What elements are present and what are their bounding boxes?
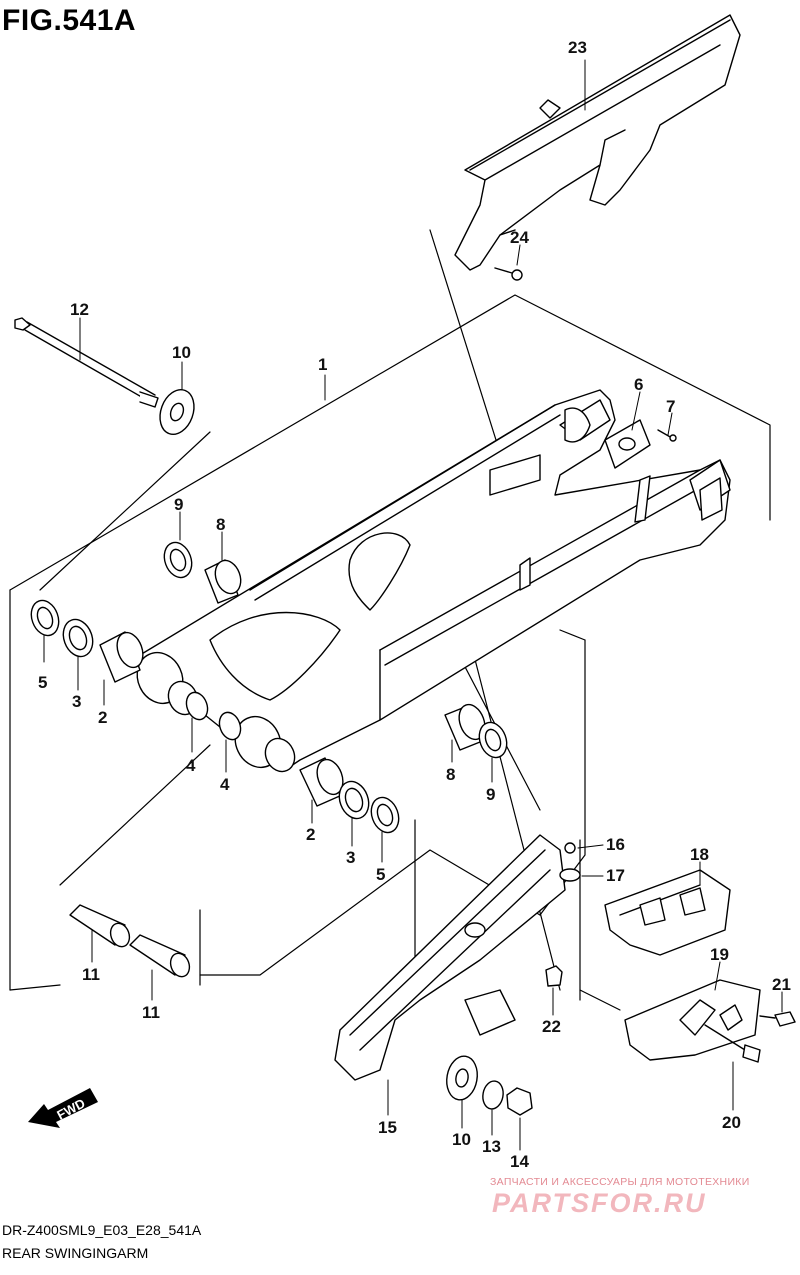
pivot-bosses: [136, 651, 296, 773]
figure-title: FIG.541A: [2, 4, 137, 37]
callout-12: 12: [70, 300, 89, 319]
chain-guard: [624, 979, 761, 1061]
callout-8a: 8: [216, 515, 225, 534]
callout-7: 7: [666, 397, 675, 416]
callout-10a: 10: [172, 343, 191, 362]
callout-13: 13: [482, 1137, 501, 1156]
collars-11: [69, 904, 191, 978]
figure-name: REAR SWINGINGARM: [2, 1245, 149, 1261]
callout-24: 24: [510, 228, 529, 247]
callout-8b: 8: [446, 765, 455, 784]
callout-labels: 1 2 2 3 3 4 4 5 5 6 7 8 8 9 9 10 10 11 1…: [38, 38, 791, 1171]
callout-5b: 5: [376, 865, 385, 884]
washer-nut-lower: [446, 1055, 533, 1116]
fwd-label: FWD: [54, 1095, 87, 1122]
callout-3b: 3: [346, 848, 355, 867]
callout-22: 22: [542, 1017, 561, 1036]
fwd-arrow-icon: FWD: [28, 1088, 98, 1128]
figure-code: DR-Z400SML9_E03_E28_541A: [2, 1222, 202, 1238]
callout-20: 20: [722, 1113, 741, 1132]
bolts-20-21: [704, 1011, 796, 1063]
washer-10a: [159, 389, 195, 435]
callout-9a: 9: [174, 495, 183, 514]
callout-14: 14: [510, 1152, 529, 1171]
callout-4a: 4: [186, 756, 196, 775]
bolt-24: [494, 267, 523, 281]
chain-adjuster-plate: [604, 419, 677, 469]
bearing-left-group: [30, 599, 144, 683]
callout-5a: 5: [38, 673, 47, 692]
callout-2a: 2: [98, 708, 107, 727]
callout-9b: 9: [486, 785, 495, 804]
callout-15: 15: [378, 1118, 397, 1137]
swingarm-body: [139, 389, 731, 771]
callout-19: 19: [710, 945, 729, 964]
callout-18: 18: [690, 845, 709, 864]
bearing-right-group: [299, 757, 400, 834]
callout-21: 21: [772, 975, 791, 994]
callout-2b: 2: [306, 825, 315, 844]
callout-23: 23: [568, 38, 587, 57]
callout-16: 16: [606, 835, 625, 854]
pivot-axle: [14, 317, 159, 408]
callout-11a: 11: [82, 965, 100, 984]
bearing-mid-group: [444, 703, 508, 759]
bushing-4: [185, 691, 242, 741]
fasteners-16-17-22: [545, 842, 581, 987]
leader-lines: [43, 59, 783, 1151]
watermark-tagline: ЗАПЧАСТИ И АКСЕССУАРЫ ДЛЯ МОТОТЕХНИКИ: [490, 1176, 750, 1188]
callout-10b: 10: [452, 1130, 471, 1149]
callout-11b: 11: [142, 1003, 160, 1022]
callout-4b: 4: [220, 775, 230, 794]
bearing-top-group: [163, 541, 242, 604]
chain-case: [454, 14, 741, 271]
callout-17: 17: [606, 866, 625, 885]
chain-buffer: [334, 834, 566, 1081]
chain-guide: [604, 869, 731, 956]
callout-6: 6: [634, 375, 643, 394]
watermark-logo: PARTSFOR.RU: [492, 1188, 707, 1218]
callout-3a: 3: [72, 692, 81, 711]
callout-1: 1: [318, 355, 327, 374]
